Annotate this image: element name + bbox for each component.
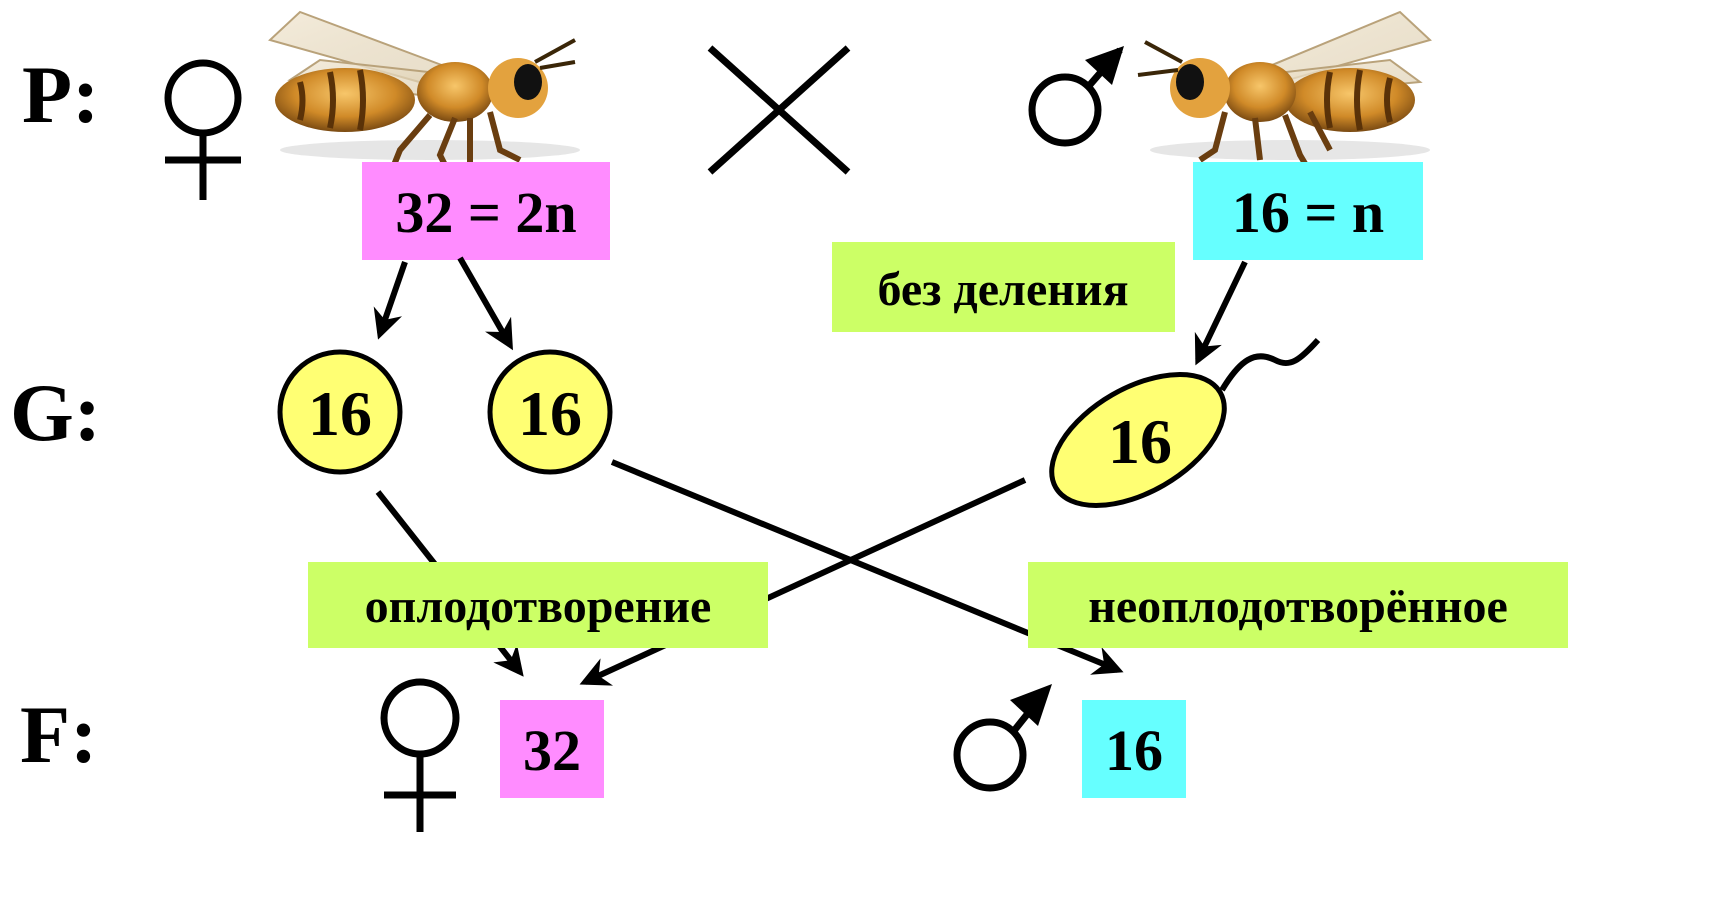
egg-cell-2: 16 (487, 349, 613, 475)
row-label-gametes: G: (10, 367, 101, 458)
svg-text:16 = n: 16 = n (1232, 180, 1384, 245)
row-label-parents: P: (22, 49, 99, 140)
svg-text:16: 16 (1108, 406, 1172, 477)
meiosis-arrow-left (373, 261, 408, 340)
female-symbol-icon (164, 59, 242, 200)
no-division-label: без деления (832, 242, 1175, 332)
honeybee-drone-icon (1137, 10, 1432, 174)
svg-text:32 = 2n: 32 = 2n (395, 180, 576, 245)
svg-text:оплодотворение: оплодотворение (365, 580, 712, 633)
sperm-cell: 16 (1049, 337, 1321, 508)
offspring-male-symbol-icon (953, 684, 1052, 792)
svg-text:16: 16 (1105, 718, 1163, 783)
male-offspring-chromosomes: 16 (1082, 700, 1186, 798)
unfertilized-label: неоплодотворённое (1028, 562, 1568, 648)
honeybee-queen-icon (268, 10, 580, 177)
egg-cell-1: 16 (277, 349, 403, 475)
svg-text:без деления: без деления (877, 263, 1128, 316)
cross-symbol-icon (707, 45, 851, 175)
svg-text:16: 16 (518, 378, 582, 449)
offspring-female-symbol-icon (380, 678, 460, 832)
fertilization-label: оплодотворение (308, 562, 768, 648)
sperm-to-female-offspring-line (579, 477, 1027, 686)
meiosis-arrow-right (457, 256, 513, 351)
female-offspring-chromosomes: 32 (500, 700, 604, 798)
svg-text:32: 32 (523, 718, 581, 783)
male-parent-chromosomes: 16 = n (1193, 162, 1423, 260)
svg-text:неоплодотворённое: неоплодотворённое (1088, 580, 1508, 633)
male-symbol-icon (1028, 46, 1124, 147)
sperm-formation-arrow (1194, 260, 1248, 366)
svg-text:16: 16 (308, 378, 372, 449)
female-parent-chromosomes: 32 = 2n (362, 162, 610, 260)
row-label-offspring: F: (20, 689, 97, 780)
